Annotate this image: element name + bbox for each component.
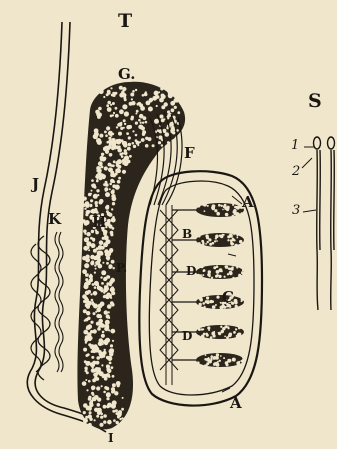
label-bottom-mark: I (108, 432, 114, 444)
label-b: B (182, 228, 192, 240)
label-c: C (222, 290, 234, 305)
lobule (172, 203, 245, 218)
figure-title-s: S (308, 92, 322, 111)
epididymis (77, 82, 185, 430)
rete-testis (160, 205, 178, 385)
label-a-bottom: A (230, 396, 242, 411)
label-a-top: A (242, 195, 254, 210)
figure-title-t: T (118, 12, 132, 31)
label-g: G. (118, 67, 136, 82)
label-s2: 2 (292, 165, 300, 178)
label-d-upper: D (186, 265, 196, 277)
vas-aberrans (55, 232, 63, 372)
spermatozoa (314, 137, 335, 310)
label-j: J (32, 177, 39, 192)
label-k: K (48, 212, 61, 227)
label-f: F (184, 146, 195, 161)
lobule (172, 353, 246, 367)
label-h: H (92, 215, 106, 230)
label-s3: 3 (292, 204, 300, 217)
label-d-lower: D (182, 330, 192, 342)
lobule (172, 265, 245, 280)
label-p: P. (116, 262, 127, 274)
label-s1: 1 (291, 139, 299, 152)
